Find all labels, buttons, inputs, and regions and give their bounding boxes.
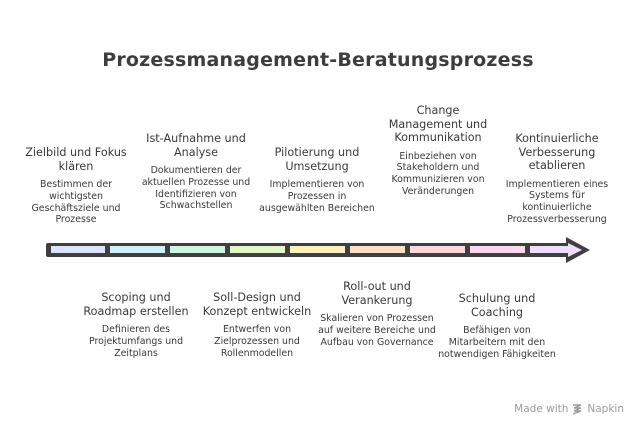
step-description: Definieren des Projektumfangs und Zeitpl… bbox=[88, 324, 184, 359]
step-heading: Roll-out und Verankerung bbox=[341, 280, 413, 307]
diagram-title: Prozessmanagement-Beratungsprozess bbox=[102, 49, 534, 71]
step-roll-out: Roll-out und Verankerung Skalieren von P… bbox=[317, 280, 437, 348]
step-scoping: Scoping und Roadmap erstellen Definieren… bbox=[76, 291, 196, 359]
step-heading: Change Management und Kommunikation bbox=[388, 104, 488, 144]
attribution-brand: Napkin bbox=[587, 403, 624, 415]
step-ist-aufnahme: Ist-Aufnahme und Analyse Dokumentieren d… bbox=[136, 132, 256, 212]
step-description: Entwerfen von Zielprozessen und Rollenmo… bbox=[214, 324, 300, 359]
segment-1 bbox=[51, 246, 105, 253]
timeline-segments bbox=[51, 243, 582, 257]
segment-6 bbox=[350, 246, 405, 253]
step-pilotierung: Pilotierung und Umsetzung Implementieren… bbox=[257, 146, 377, 214]
step-description: Befähigen von Mitarbeitern mit den notwe… bbox=[438, 325, 556, 360]
step-heading: Schulung und Coaching bbox=[458, 292, 536, 319]
step-soll-design: Soll-Design und Konzept entwickeln Entwe… bbox=[197, 291, 317, 359]
step-description: Bestimmen der wichtigsten Geschäftsziele… bbox=[31, 179, 121, 226]
segment-7 bbox=[410, 246, 465, 253]
step-description: Einbeziehen von Stakeholdern und Kommuni… bbox=[391, 150, 485, 197]
step-heading: Pilotierung und Umsetzung bbox=[274, 146, 360, 173]
segment-8 bbox=[470, 246, 525, 253]
segment-5 bbox=[290, 246, 345, 253]
step-heading: Soll-Design und Konzept entwickeln bbox=[202, 291, 312, 318]
step-description: Implementieren von Prozessen in ausgewäh… bbox=[259, 179, 375, 214]
step-schulung: Schulung und Coaching Befähigen von Mita… bbox=[437, 292, 557, 360]
napkin-logo-icon bbox=[573, 404, 582, 415]
segment-4 bbox=[230, 246, 285, 253]
step-kontinuierliche-verbesserung: Kontinuierliche Verbesserung etablieren … bbox=[497, 132, 617, 226]
step-description: Dokumentieren der aktuellen Prozesse und… bbox=[141, 165, 251, 212]
step-description: Skalieren von Prozessen auf weitere Bere… bbox=[318, 313, 436, 348]
segment-3 bbox=[170, 246, 225, 253]
step-heading: Kontinuierliche Verbesserung etablieren bbox=[515, 132, 599, 172]
segment-9 bbox=[530, 243, 582, 257]
step-heading: Scoping und Roadmap erstellen bbox=[83, 291, 189, 318]
step-zielbild: Zielbild und Fokus klären Bestimmen der … bbox=[16, 146, 136, 226]
napkin-attribution[interactable]: Made with Napkin bbox=[514, 403, 624, 415]
step-heading: Ist-Aufnahme und Analyse bbox=[146, 132, 246, 159]
segment-2 bbox=[110, 246, 165, 253]
step-heading: Zielbild und Fokus klären bbox=[25, 146, 127, 173]
step-change-management: Change Management und Kommunikation Einb… bbox=[378, 104, 498, 198]
step-description: Implementieren eines Systems für kontinu… bbox=[505, 178, 609, 225]
attribution-prefix: Made with bbox=[514, 403, 569, 415]
